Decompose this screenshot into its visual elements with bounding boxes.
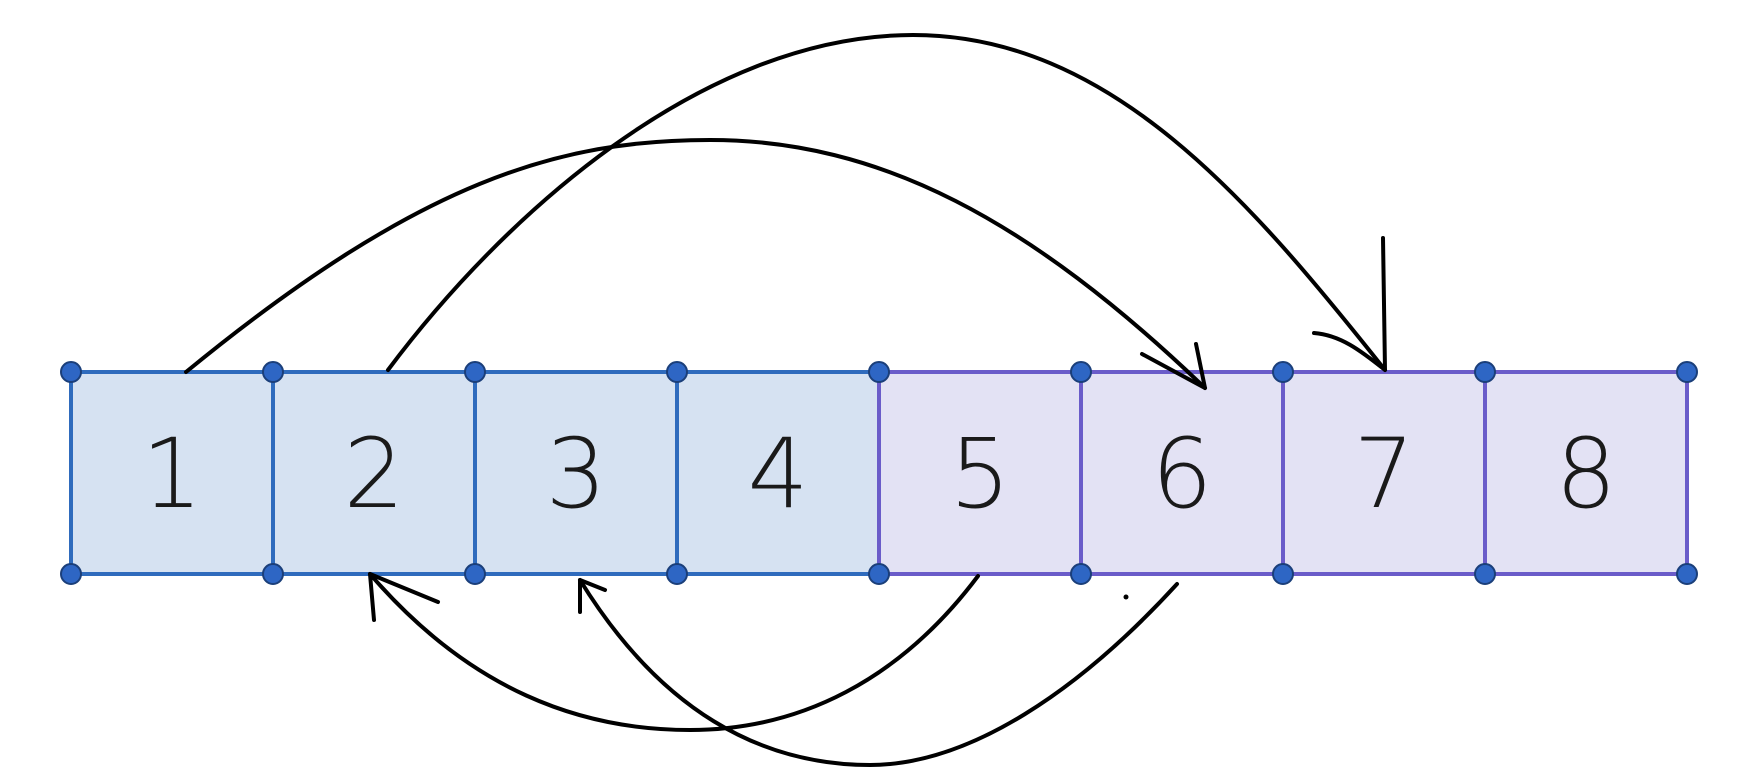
node-8-bottom	[1676, 563, 1698, 585]
node-5-top	[1070, 361, 1092, 383]
node-6-top	[1272, 361, 1294, 383]
arrow-5-to-2	[368, 572, 980, 732]
cell-label-8: 8	[1555, 418, 1616, 530]
node-7-bottom	[1474, 563, 1496, 585]
arrowhead-5-to-2	[368, 572, 440, 622]
cell-label-2: 2	[343, 418, 404, 530]
node-4-top	[868, 361, 890, 383]
node-2-top	[464, 361, 486, 383]
cell-label-3: 3	[545, 418, 606, 530]
node-4-bottom	[868, 563, 890, 585]
node-6-bottom	[1272, 563, 1294, 585]
node-7-top	[1474, 361, 1496, 383]
labels-layer: 1 2 3 4 5 6 7 8	[141, 418, 1616, 530]
node-0-bottom	[60, 563, 82, 585]
nodes-layer	[60, 361, 1698, 585]
node-1-top	[262, 361, 284, 383]
cell-label-4: 4	[747, 418, 808, 530]
node-1-bottom	[262, 563, 284, 585]
cell-label-1: 1	[141, 418, 202, 530]
arrows-layer	[184, 33, 1387, 767]
node-2-bottom	[464, 563, 486, 585]
cells-layer	[69, 370, 1689, 576]
cell-8	[1483, 370, 1689, 576]
node-8-top	[1676, 361, 1698, 383]
node-3-bottom	[666, 563, 688, 585]
cell-6	[1079, 370, 1285, 576]
arrow-1-to-6	[184, 138, 1207, 390]
cell-label-5: 5	[949, 418, 1010, 530]
node-5-bottom	[1070, 563, 1092, 585]
cell-1	[69, 370, 275, 576]
arrowhead-1-to-6	[1140, 342, 1207, 390]
node-3-top	[666, 361, 688, 383]
cell-2	[271, 370, 477, 576]
cell-label-7: 7	[1353, 418, 1414, 530]
cell-5	[877, 370, 1083, 576]
cell-7	[1281, 370, 1487, 576]
arrow-2-to-7	[386, 33, 1387, 372]
stray-dot	[1123, 594, 1129, 600]
node-0-top	[60, 361, 82, 383]
cell-label-6: 6	[1151, 418, 1212, 530]
cell-3	[473, 370, 679, 576]
arrow-6-to-3	[578, 578, 1179, 767]
arrowhead-6-to-3	[578, 578, 607, 614]
arrowhead-2-to-7	[1312, 236, 1387, 372]
